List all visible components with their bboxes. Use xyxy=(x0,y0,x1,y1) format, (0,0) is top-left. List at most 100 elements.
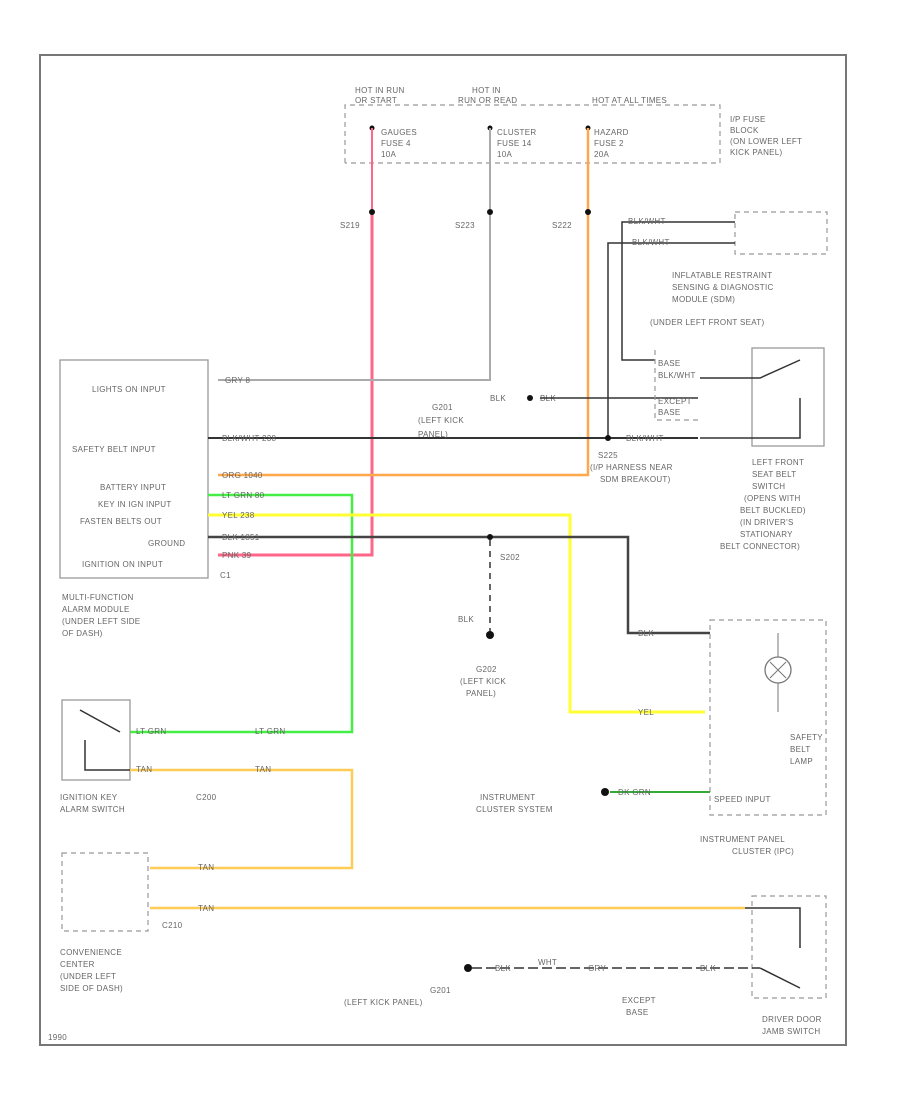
s225-label-3: SDM BREAKOUT) xyxy=(600,475,671,484)
door-switch-contact xyxy=(745,907,801,989)
lamp-blk-label: BLK xyxy=(638,629,654,638)
pin-ground: GROUND xyxy=(148,539,185,548)
splice-s219 xyxy=(369,209,375,215)
splice-s223-label: S223 xyxy=(455,221,475,230)
module-label-3: (UNDER LEFT SIDE xyxy=(62,617,140,626)
door-switch-label-1: DRIVER DOOR xyxy=(762,1015,822,1024)
s225-label-1: S225 xyxy=(598,451,618,460)
belt-switch-label-8: BELT CONNECTOR) xyxy=(720,542,800,551)
wire-label-org: ORG 1040 xyxy=(222,471,263,480)
wire-label-yel: YEL 238 xyxy=(222,511,255,520)
lamp-filament-icon xyxy=(769,661,787,679)
pin-key-in: KEY IN IGN INPUT xyxy=(98,500,172,509)
belt-switch-wire-top: BLK/WHT xyxy=(658,371,696,380)
ground-bottom-label-2: (LEFT KICK PANEL) xyxy=(344,998,423,1007)
convenience-label-3: (UNDER LEFT xyxy=(60,972,116,981)
wire-sdm-1 xyxy=(621,221,735,361)
ignition-switch-label-2: ALARM SWITCH xyxy=(60,805,125,814)
tan-label-3: TAN xyxy=(198,863,214,872)
wire-orange-battery xyxy=(218,128,590,477)
wire-tan-1 xyxy=(130,768,354,870)
tan-label-1: TAN xyxy=(136,765,152,774)
fuse-gauges-name: GAUGES xyxy=(381,128,417,137)
convenience-center-box xyxy=(61,852,149,932)
module-label-4: OF DASH) xyxy=(62,629,103,638)
ltgrn-label-1: LT GRN xyxy=(136,727,166,736)
belt-switch-wire-bot: BLK/WHT xyxy=(626,434,664,443)
splice-s222 xyxy=(585,209,591,215)
fuse-cluster-rating: 10A xyxy=(497,150,512,159)
wire-yellow-belts xyxy=(208,513,705,714)
belt-switch-label-2: SEAT BELT xyxy=(752,470,797,479)
g202-wire-label: BLK xyxy=(458,615,474,624)
fuse-hot-run-label: HOT IN RUN xyxy=(355,86,405,95)
ignition-key-alarm-switch xyxy=(61,699,131,781)
driver-door-jamb-switch-box xyxy=(751,895,827,999)
except-base-bottom-2: BASE xyxy=(626,1008,649,1017)
speed-input-label: SPEED INPUT xyxy=(714,795,771,804)
belt-switch-label-7: STATIONARY xyxy=(740,530,793,539)
ltgrn-label-2: LT GRN xyxy=(255,727,285,736)
except-base-bottom-1: EXCEPT xyxy=(622,996,656,1005)
door-wire-label-1: BLK xyxy=(495,964,511,973)
belt-switch-label-6: (IN DRIVER'S xyxy=(740,518,794,527)
tan-label-2: TAN xyxy=(255,765,271,774)
lamp-label-3: LAMP xyxy=(790,757,813,766)
instrument-panel-cluster-box xyxy=(709,619,827,816)
sdm-label-3: MODULE (SDM) xyxy=(672,295,735,304)
wire-black-ground xyxy=(208,535,710,635)
sdm-wire-label-2: BLK/WHT xyxy=(632,238,670,247)
sdm-wire-label-1: BLK/WHT xyxy=(628,217,666,226)
wire-label-blkwht: BLK/WHT 238 xyxy=(222,434,277,443)
module-connector-label: C1 xyxy=(220,571,231,580)
speed-wire-label: DK GRN xyxy=(618,788,651,797)
splice-s202 xyxy=(487,534,493,540)
belt-switch-label-4: (OPENS WITH xyxy=(744,494,801,503)
splice-s202-label: S202 xyxy=(500,553,520,562)
fuse-block-label-3: (ON LOWER LEFT xyxy=(730,137,802,146)
fuse-block-label-2: BLOCK xyxy=(730,126,759,135)
belt-switch-label-5: BELT BUCKLED) xyxy=(740,506,806,515)
pin-fasten-belts: FASTEN BELTS OUT xyxy=(80,517,162,526)
module-label-1: MULTI-FUNCTION xyxy=(62,593,134,602)
door-wire-label-2: WHT xyxy=(538,958,557,967)
fuse-hazard-number: FUSE 2 xyxy=(594,139,624,148)
diagram-footer-id: 1990 xyxy=(48,1033,67,1042)
belt-switch-return xyxy=(700,398,801,439)
convenience-label-2: CENTER xyxy=(60,960,95,969)
wire-ltgrn-key xyxy=(130,493,354,734)
ground-bottom-label-1: G201 xyxy=(430,986,451,995)
fuse-block-label-4: KICK PANEL) xyxy=(730,148,783,157)
left-front-seat-belt-switch xyxy=(751,347,825,447)
lamp-yel-label: YEL xyxy=(638,708,654,717)
fuse-hot2-label: HOT IN xyxy=(472,86,501,95)
instrument-system-label-2: CLUSTER SYSTEM xyxy=(476,805,553,814)
door-wire-label-4: BLK xyxy=(700,964,716,973)
g202-label-2: (LEFT KICK xyxy=(460,677,506,686)
fuse-hot-run-label-2: OR START xyxy=(355,96,397,105)
sdm-box xyxy=(734,211,828,255)
sdm-label-4: (UNDER LEFT FRONT SEAT) xyxy=(650,318,764,327)
pin-ignition-on: IGNITION ON INPUT xyxy=(82,560,163,569)
ground-g201-connector xyxy=(527,395,533,401)
wire-pink-ignition xyxy=(218,210,374,557)
connector-c200: C200 xyxy=(196,793,217,802)
splice-s219-label: S219 xyxy=(340,221,360,230)
cluster-label-2: CLUSTER (IPC) xyxy=(732,847,794,856)
connector-c210: C210 xyxy=(162,921,183,930)
lamp-label-2: BELT xyxy=(790,745,811,754)
multi-function-alarm-module xyxy=(59,359,209,579)
instrument-cluster-system-terminal xyxy=(601,788,609,796)
wire-label-gry: GRY 8 xyxy=(225,376,250,385)
s225-label-2: (I/P HARNESS NEAR xyxy=(590,463,673,472)
instrument-system-label-1: INSTRUMENT xyxy=(480,793,535,802)
wire-sdm-2 xyxy=(607,242,735,438)
g201-label-3: PANEL) xyxy=(418,430,448,439)
ignition-switch-contact xyxy=(79,709,130,771)
fuse-gauges-number: FUSE 4 xyxy=(381,139,411,148)
fuse-block-label-1: I/P FUSE xyxy=(730,115,766,124)
g201-label-1: G201 xyxy=(432,403,453,412)
belt-switch-label-3: SWITCH xyxy=(752,482,785,491)
fuse-cluster-number: FUSE 14 xyxy=(497,139,532,148)
